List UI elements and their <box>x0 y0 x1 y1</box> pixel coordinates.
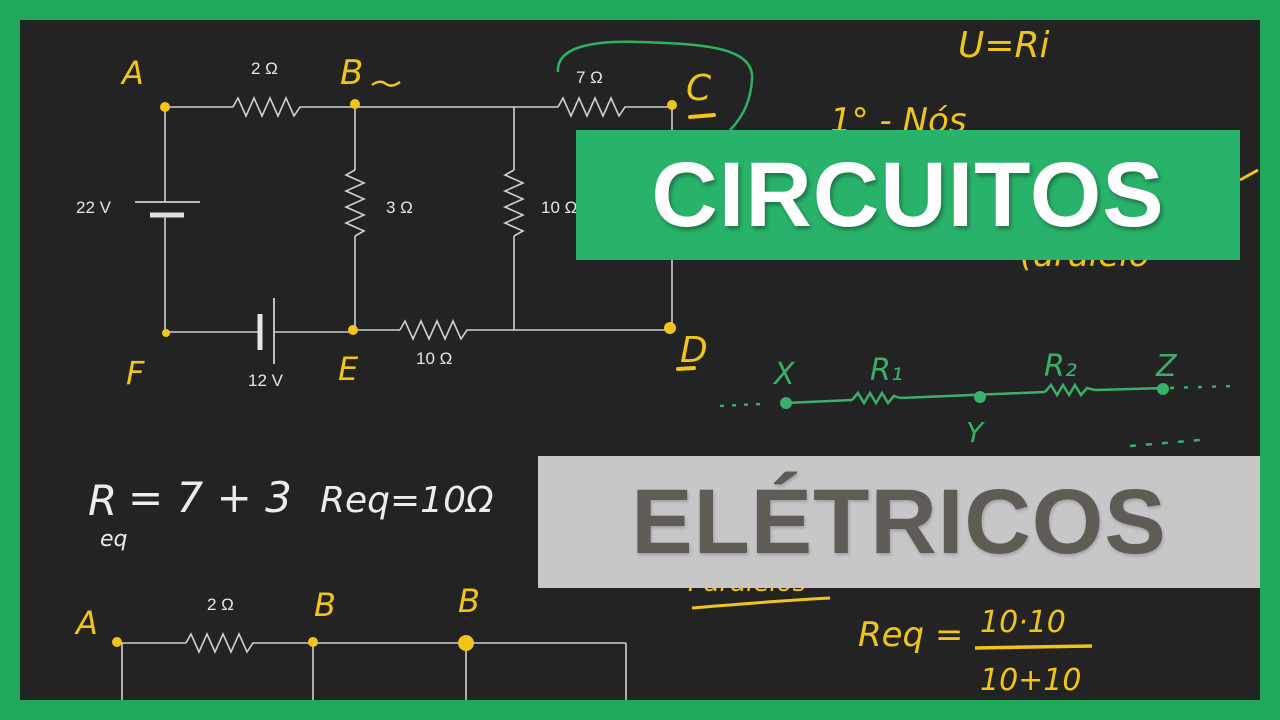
wire-sketch <box>899 390 1046 400</box>
node-b-label: B <box>314 586 336 624</box>
node-y-label: Y <box>966 416 985 449</box>
node-c-label: C <box>686 68 712 109</box>
node-z-dot <box>1157 383 1169 395</box>
label-r-mid: 10 Ω <box>541 198 577 217</box>
dashed-wire <box>1169 384 1233 390</box>
req-series-expression: = 7 + 3 <box>128 473 292 522</box>
node-b-dot <box>458 635 474 651</box>
node-a-label: A <box>120 54 144 92</box>
node-b-label: B <box>458 582 480 620</box>
node-x-dot <box>780 397 792 409</box>
label-r-be: 3 Ω <box>386 198 413 217</box>
req-parallel-lhs: Req = <box>858 615 963 655</box>
node-x-label: X <box>772 357 796 392</box>
resistor-2-ohm-bottom <box>185 632 258 654</box>
title-line-2: ELÉTRICOS <box>631 470 1167 573</box>
wire-sketch <box>1094 386 1166 392</box>
resistor-10-ohm-middle <box>503 169 525 237</box>
node-d-dot <box>664 322 676 334</box>
dashed-wire <box>719 402 761 408</box>
ohm-law-note: U=Ri <box>958 25 1050 66</box>
scribble <box>1239 168 1259 182</box>
node-f-label: F <box>126 354 145 392</box>
req-series-r: R <box>88 476 117 525</box>
node-b-dot <box>350 99 360 109</box>
fraction-bar <box>974 644 1093 650</box>
req-series-result: Req=10Ω <box>320 480 494 521</box>
node-b-scribble <box>371 80 401 87</box>
resistor-r2-sketch <box>1044 382 1096 398</box>
resistor-3-ohm <box>344 169 366 237</box>
node-f-dot <box>162 329 170 337</box>
node-a-dot <box>160 102 170 112</box>
node-a-dot <box>112 637 122 647</box>
label-r-ab: 2 Ω <box>251 59 278 78</box>
node-e-dot <box>348 325 358 335</box>
req-parallel-denominator: 10+10 <box>980 663 1081 698</box>
parallel-underline <box>691 596 831 610</box>
r1-label: R₁ <box>870 353 903 388</box>
notes-right: U=Ri 1° - Nós (aralelo X R₁ R₂ Z Y Paral… <box>688 25 1259 698</box>
node-b-dot <box>308 637 318 647</box>
dashed-wire <box>1129 438 1201 448</box>
blackboard-frame: 2 Ω 7 Ω 3 Ω 10 Ω 10 Ω 22 V 12 V A B C D … <box>20 20 1260 700</box>
title-banner-eletricos: ELÉTRICOS <box>538 456 1260 588</box>
bottom-circuit: 2 Ω A B B <box>74 582 627 700</box>
resistor-10-ohm-bottom <box>399 319 472 341</box>
req-series-subscript: eq <box>100 527 128 552</box>
wire-sketch <box>785 398 853 405</box>
node-e-label: E <box>338 350 359 388</box>
resistor-r1-sketch <box>851 390 901 406</box>
title-banner-circuitos: CIRCUITOS <box>576 130 1240 260</box>
label-r-ed: 10 Ω <box>416 349 452 368</box>
node-b-label: B <box>340 53 363 93</box>
node-d-label: D <box>680 330 708 371</box>
req-parallel-numerator: 10·10 <box>980 605 1066 640</box>
node-c-dot <box>667 100 677 110</box>
series-equation: R eq = 7 + 3 Req=10Ω <box>88 473 494 552</box>
node-a-label: A <box>74 604 98 642</box>
node-y-dot <box>974 391 986 403</box>
blackboard-drawing: 2 Ω 7 Ω 3 Ω 10 Ω 10 Ω 22 V 12 V A B C D … <box>74 25 1259 700</box>
resistor-2-ohm <box>232 96 305 118</box>
node-d-underline <box>676 366 696 371</box>
label-v-fe: 12 V <box>248 371 284 390</box>
r2-label: R₂ <box>1044 349 1077 384</box>
label-r-bc: 7 Ω <box>576 68 603 87</box>
highlight-loop <box>556 40 754 131</box>
node-z-label: Z <box>1155 349 1178 384</box>
label-r-ab-bottom: 2 Ω <box>207 595 234 614</box>
label-v-af: 22 V <box>76 198 112 217</box>
node-c-underline <box>688 113 716 119</box>
title-line-1: CIRCUITOS <box>651 143 1165 246</box>
resistor-7-ohm <box>557 96 630 118</box>
